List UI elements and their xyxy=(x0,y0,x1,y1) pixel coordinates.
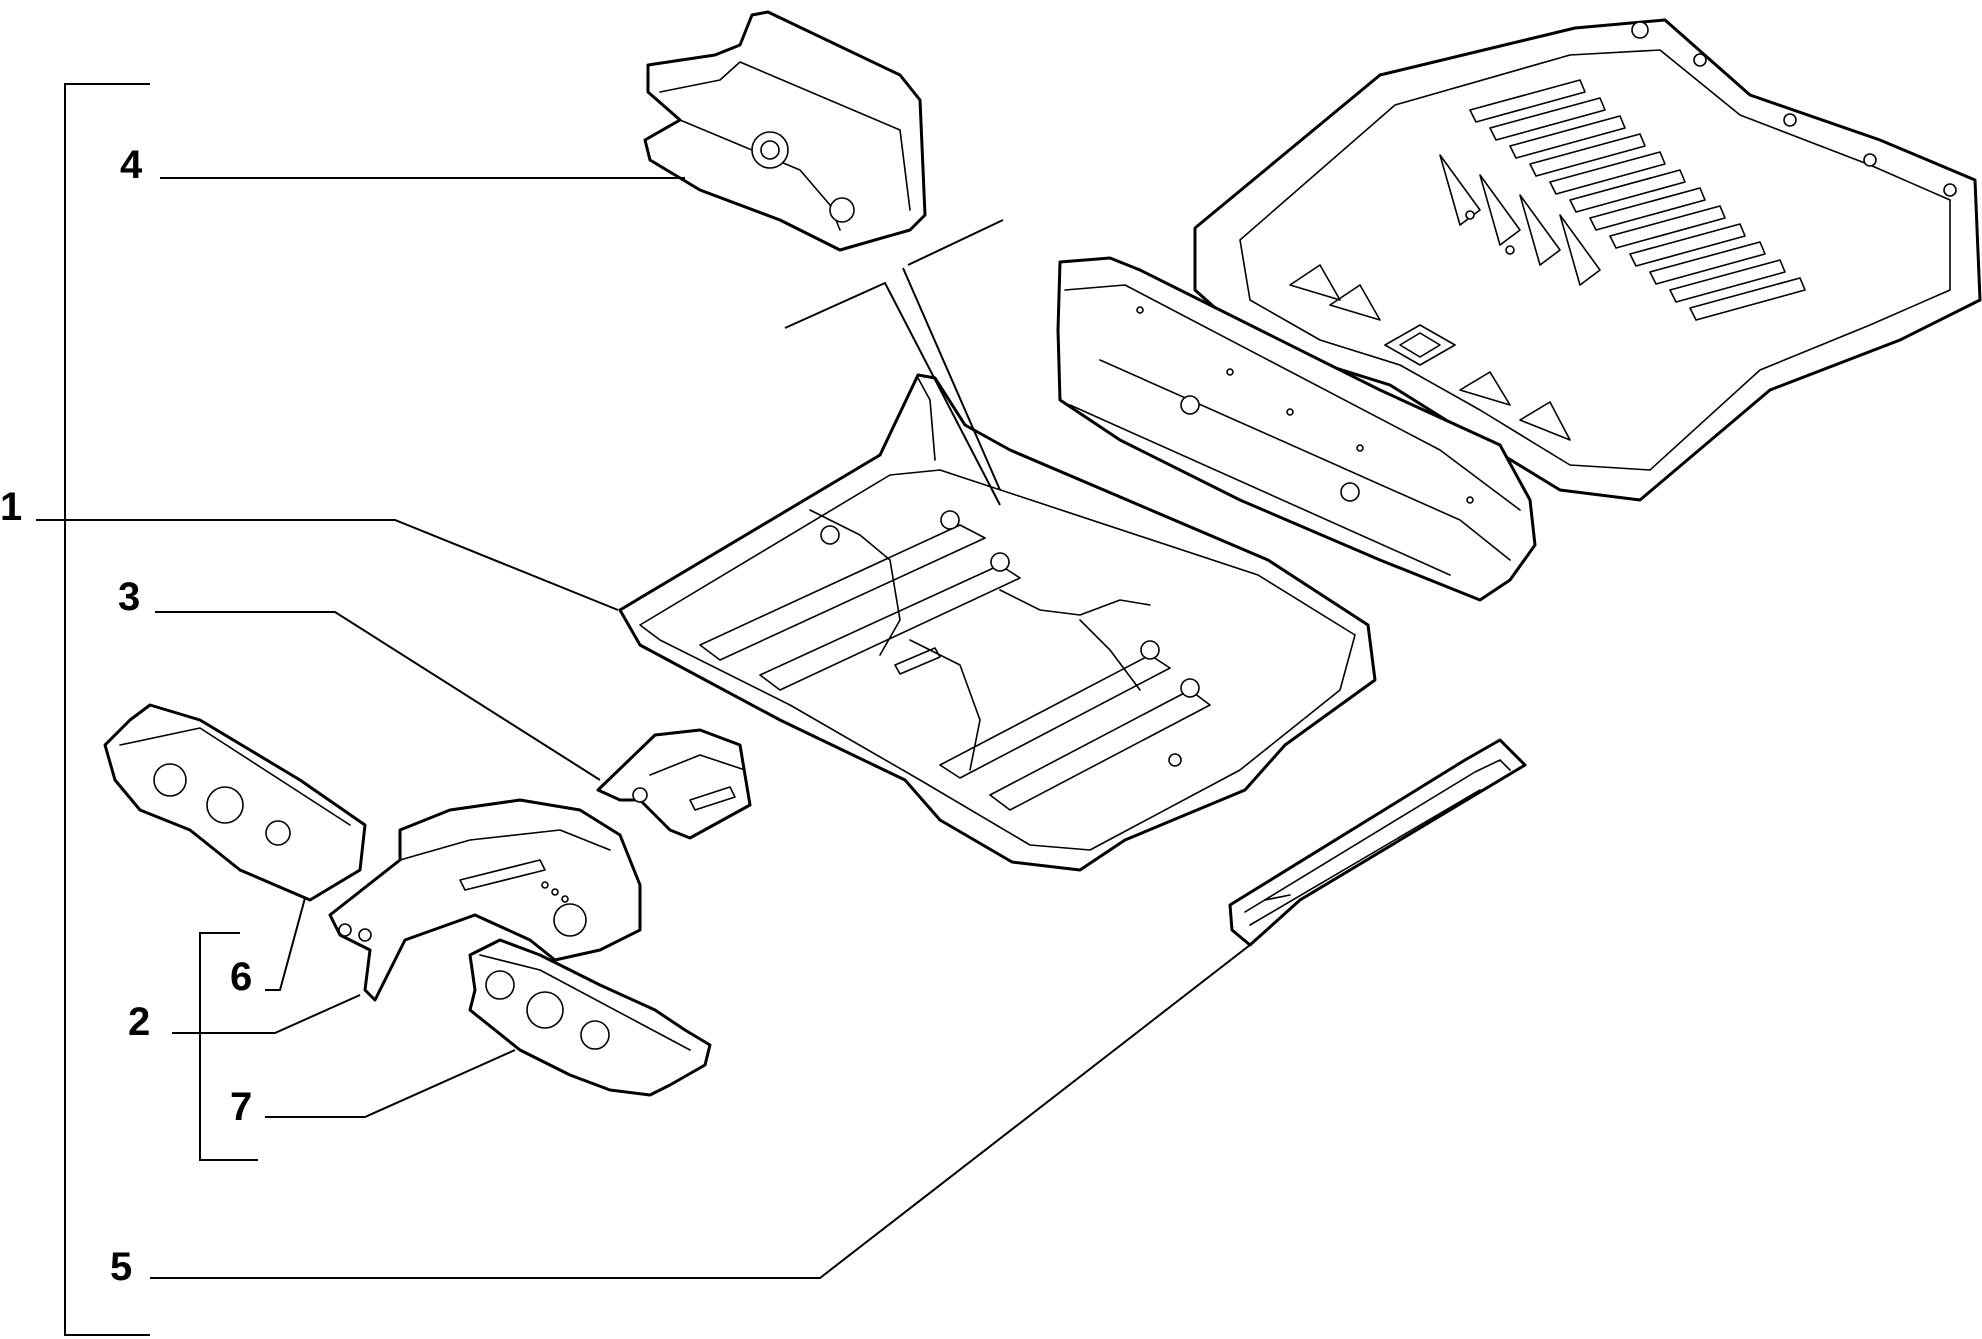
callout-1: 1 xyxy=(0,485,22,529)
callout-7: 7 xyxy=(230,1085,252,1129)
leader-6 xyxy=(265,897,306,991)
leader-1 xyxy=(36,519,619,611)
callout-3: 3 xyxy=(118,575,140,619)
callout-4: 4 xyxy=(120,143,143,187)
leader-7 xyxy=(265,1049,516,1118)
leader-3 xyxy=(155,611,601,781)
leader-5 xyxy=(150,944,1251,1279)
pointer-line-a xyxy=(784,281,1001,506)
front-sill-part-6 xyxy=(103,703,367,902)
bracket-part-4 xyxy=(643,10,927,252)
leader-2 xyxy=(172,994,361,1034)
group-bracket-2 xyxy=(199,932,258,1161)
callout-5: 5 xyxy=(110,1245,132,1289)
rear-floor-panel xyxy=(1193,18,1982,502)
bracket-part-3 xyxy=(596,728,752,840)
callout-2: 2 xyxy=(128,1000,150,1044)
leader-lines xyxy=(36,177,1251,1279)
rear-floor-ribs xyxy=(1289,79,1806,441)
grouping-brackets xyxy=(64,83,258,1336)
central-bracket-part-2 xyxy=(328,798,642,1002)
rear-cross-member xyxy=(1056,256,1537,602)
side-sill-part-5 xyxy=(1228,738,1527,947)
pointer-line-b xyxy=(907,219,1004,266)
callout-6: 6 xyxy=(230,955,252,999)
front-sill-part-7 xyxy=(468,938,712,1097)
pointer-line-c xyxy=(902,267,1001,491)
group-bracket-1 xyxy=(64,83,150,1336)
